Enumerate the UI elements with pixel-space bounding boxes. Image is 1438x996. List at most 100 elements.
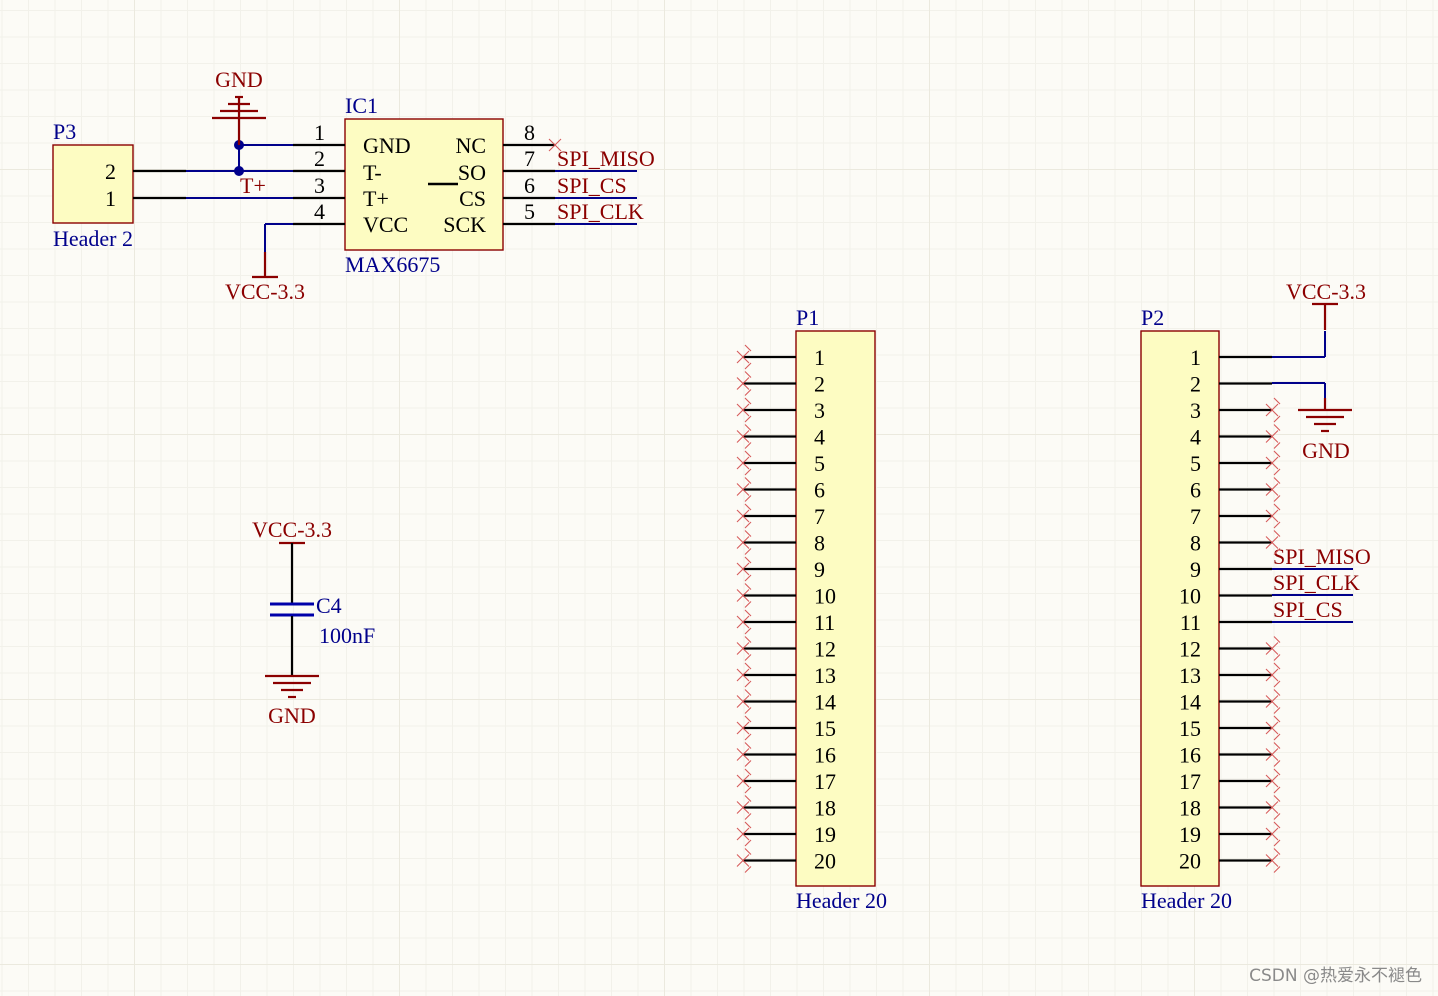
p1-pin-number: 13: [814, 663, 836, 688]
p2-pin-number: 11: [1180, 610, 1201, 635]
no-connect-icon: [1265, 742, 1281, 767]
p1-pin-number: 19: [814, 822, 836, 847]
ic1-comment: MAX6675: [345, 252, 440, 277]
vcc-symbol-ic[interactable]: VCC-3.3: [225, 252, 305, 304]
p2-pin-number: 18: [1179, 796, 1201, 821]
no-connect-icon: [736, 662, 752, 688]
no-connect-icon: [736, 503, 752, 529]
p2-comment: Header 20: [1141, 888, 1232, 913]
p3-designator: P3: [53, 119, 76, 144]
no-connect-icon: [1265, 397, 1281, 423]
no-connect-icon: [1265, 530, 1281, 555]
p1-pin-number: 9: [814, 557, 825, 582]
p2-pin-number: 3: [1190, 398, 1201, 423]
ic1-pin-5-number: 5: [524, 199, 535, 224]
ic1-pin-7-number: 7: [524, 146, 535, 171]
net-label-spi-miso[interactable]: SPI_MISO: [557, 146, 655, 171]
net-label-spi-miso[interactable]: SPI_MISO: [1273, 544, 1371, 569]
wires-p3-ic1[interactable]: T+: [186, 140, 293, 252]
p1-pin-number: 3: [814, 398, 825, 423]
c4-value: 100nF: [319, 623, 375, 648]
ic1-pin-name-t-minus: T-: [363, 160, 382, 185]
no-connect-icon: [736, 795, 752, 820]
vcc-label: VCC-3.3: [225, 279, 305, 304]
p1-pin-number: 18: [814, 796, 836, 821]
p1-comment: Header 20: [796, 888, 887, 913]
p2-pin-number: 4: [1190, 425, 1201, 450]
ic1-pin-name-vcc: VCC: [363, 212, 408, 237]
ic1-pin-1-number: 1: [314, 120, 325, 145]
p2-pin-number: 2: [1190, 372, 1201, 397]
no-connect-icon: [736, 477, 752, 502]
p3-pin-2-number: 2: [105, 159, 116, 184]
no-connect-icon: [1265, 424, 1281, 449]
no-connect-icon: [736, 424, 752, 449]
p2-pin-number: 6: [1190, 478, 1201, 503]
ic1-body: [344, 118, 504, 251]
p2-pin-number: 8: [1190, 531, 1201, 556]
p1-pin-number: 17: [814, 769, 836, 794]
net-label-spi-cs[interactable]: SPI_CS: [557, 173, 627, 198]
c4-gnd-label: GND: [268, 703, 316, 728]
no-connect-icon: [736, 397, 752, 423]
net-label-spi-clk[interactable]: SPI_CLK: [557, 199, 644, 224]
p1-pin-number: 15: [814, 716, 836, 741]
p2-pin-number: 15: [1179, 716, 1201, 741]
ic1-pin-name-gnd: GND: [363, 133, 411, 158]
net-label-t-plus[interactable]: T+: [240, 173, 266, 198]
no-connect-icon: [736, 821, 752, 847]
c4-vcc-label: VCC-3.3: [252, 517, 332, 542]
no-connect-icon: [1265, 821, 1281, 847]
no-connect-icon: [736, 742, 752, 767]
no-connect-icon: [1265, 689, 1281, 714]
junction-dot: [234, 166, 244, 176]
no-connect-icon: [1265, 503, 1281, 529]
ic1-pin-3-number: 3: [314, 173, 325, 198]
c4-capacitor[interactable]: VCC-3.3 GND C4 100nF: [252, 517, 375, 728]
p1-pin-number: 12: [814, 637, 836, 662]
p1-pin-number: 6: [814, 478, 825, 503]
ic1-pin-name-cs: CS: [459, 186, 486, 211]
gnd-symbol-top[interactable]: GND: [212, 67, 266, 145]
net-label-spi-clk[interactable]: SPI_CLK: [1273, 570, 1360, 595]
p2-pin-number: 16: [1179, 743, 1201, 768]
p2-pin-number: 13: [1179, 663, 1201, 688]
no-connect-icon: [736, 371, 752, 396]
p1-pin-number: 7: [814, 504, 825, 529]
ic1-designator: IC1: [345, 93, 378, 118]
p1-header[interactable]: P1 Header 20 123456789101112131415161718…: [736, 305, 887, 913]
no-connect-icon: [1265, 636, 1281, 661]
no-connect-icon: [736, 344, 752, 370]
no-connect-icon: [736, 450, 752, 476]
no-connect-icon: [736, 715, 752, 741]
p1-pin-number: 16: [814, 743, 836, 768]
p1-designator: P1: [796, 305, 819, 330]
gnd-label: GND: [215, 67, 263, 92]
p2-pin-number: 5: [1190, 451, 1201, 476]
p3-pin-1-number: 1: [105, 186, 116, 211]
ic1-pin-name-sck: SCK: [443, 212, 486, 237]
no-connect-icon: [736, 689, 752, 714]
ic1-pin-8-number: 8: [524, 120, 535, 145]
p1-pin-number: 5: [814, 451, 825, 476]
p2-pin-number: 10: [1179, 584, 1201, 609]
p1-pin-number: 20: [814, 849, 836, 874]
ic1-max6675[interactable]: IC1 MAX6675 1 2 3 4 GND T- T+ VCC 8 7 6 …: [293, 93, 562, 277]
p2-pin-number: 19: [1179, 822, 1201, 847]
ic1-pin-4-number: 4: [314, 199, 325, 224]
p1-pin-number: 10: [814, 584, 836, 609]
no-connect-icon: [1265, 477, 1281, 502]
no-connect-icon: [1265, 848, 1281, 873]
p3-header[interactable]: P3 Header 2 2 1: [52, 119, 186, 251]
ic1-spi-nets[interactable]: SPI_MISO SPI_CS SPI_CLK: [555, 146, 655, 225]
p2-pin-number: 9: [1190, 557, 1201, 582]
no-connect-icon: [736, 609, 752, 635]
watermark: CSDN @热爱永不褪色: [1249, 966, 1422, 986]
net-label-spi-cs[interactable]: SPI_CS: [1273, 597, 1343, 622]
p2-header[interactable]: P2 Header 20 VCC-3.3 GND SPI_MISO SPI_CL…: [1140, 279, 1371, 913]
ic1-pin-2-number: 2: [314, 146, 325, 171]
p1-body: [795, 330, 876, 887]
p2-designator: P2: [1141, 305, 1164, 330]
